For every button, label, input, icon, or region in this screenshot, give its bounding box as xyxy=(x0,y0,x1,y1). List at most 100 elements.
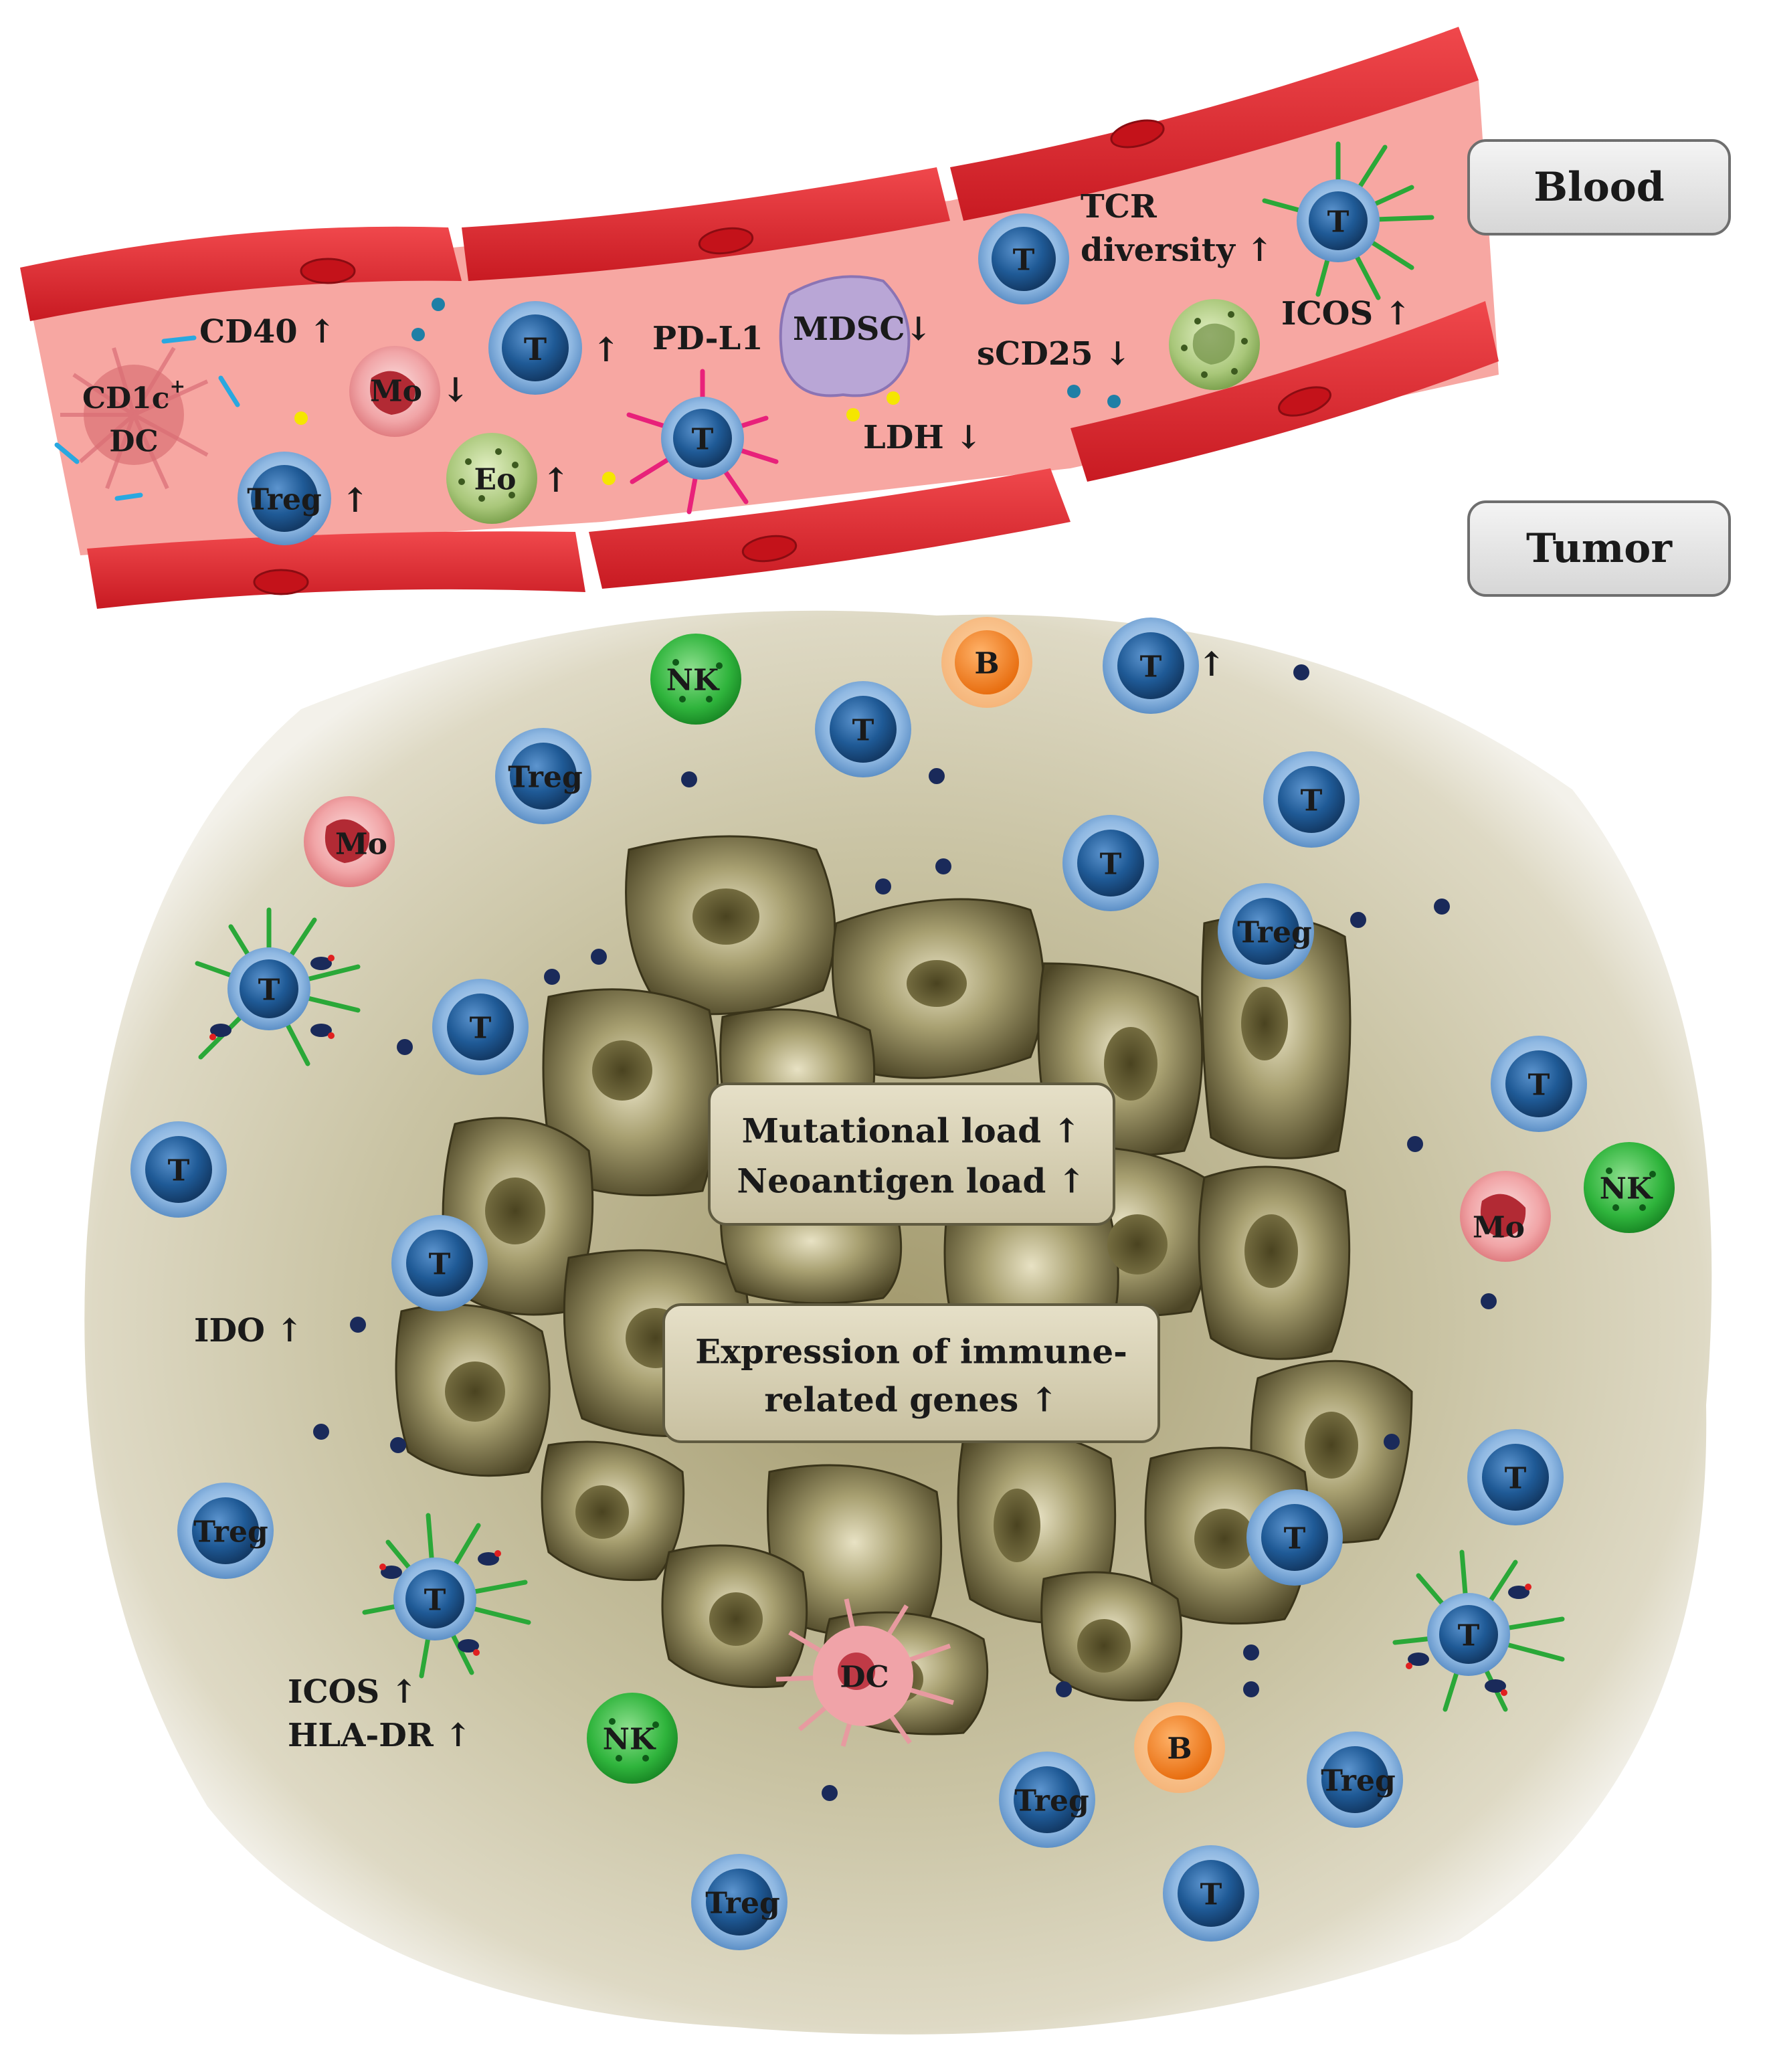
svg-text:T: T xyxy=(1100,848,1122,882)
svg-text:T: T xyxy=(470,1012,492,1046)
mo-arrow: ↓ xyxy=(442,370,470,409)
tumor-t-cell: T xyxy=(815,681,911,777)
svg-text:Treg: Treg xyxy=(1321,1764,1395,1798)
tumor-b: B xyxy=(1134,1702,1225,1793)
blood-granulocyte xyxy=(1169,299,1260,390)
svg-text:T: T xyxy=(258,973,280,1008)
tumor-t-cell: T xyxy=(1163,1845,1259,1942)
tumor-dendritic-cell: DC xyxy=(775,1598,954,1747)
tumor-b-cells: B B xyxy=(941,617,1225,1793)
svg-text:NK: NK xyxy=(1600,1172,1653,1206)
svg-text:DC: DC xyxy=(840,1661,889,1695)
tumor-t-up-arrow: ↑ xyxy=(1198,644,1226,684)
blood-eosinophil: Eo xyxy=(446,433,537,524)
pdl1-t-label: T xyxy=(692,423,714,457)
ido-label: IDO ↑ xyxy=(194,1312,303,1349)
svg-text:T: T xyxy=(424,1584,446,1618)
tumor-monocytes: Mo Mo xyxy=(304,796,1551,1262)
icos-t-label: T xyxy=(1327,205,1350,240)
tumor-t-cell: T xyxy=(1467,1429,1564,1525)
neoantigen-load-text: Neoantigen load ↑ xyxy=(737,1161,1085,1201)
blood-eo-label: Eo xyxy=(474,463,517,497)
immune-genes-line1: Expression of immune- xyxy=(695,1332,1127,1372)
tumor-nk: NK xyxy=(587,1693,678,1784)
blood-mo-label: Mo xyxy=(370,375,422,409)
tcr-label-line2: diversity ↑ xyxy=(1081,231,1273,269)
tumor-treg: Treg xyxy=(1307,1731,1403,1828)
tumor-b: B xyxy=(941,617,1032,708)
svg-text:Treg: Treg xyxy=(1237,916,1311,950)
tumor-mo: Mo xyxy=(304,796,395,887)
scd25-label: sCD25 ↓ xyxy=(977,335,1131,373)
blood-t-arrow: ↑ xyxy=(592,330,620,369)
tumor-t-cell: T xyxy=(391,1215,488,1311)
mdsc-label: MDSC↓ xyxy=(793,310,932,348)
tcr-t-cell: T xyxy=(978,213,1069,304)
mutational-load-text: Mutational load ↑ xyxy=(742,1111,1081,1151)
tcr-t-label: T xyxy=(1013,244,1035,278)
svg-text:T: T xyxy=(1284,1522,1306,1556)
mdsc-cell xyxy=(779,275,911,397)
tumor-nk: NK xyxy=(650,634,741,725)
tumor-treg: Treg xyxy=(1218,883,1314,979)
cd1c-label: CD1c+ xyxy=(82,375,185,415)
svg-text:T: T xyxy=(1528,1068,1550,1103)
svg-text:T: T xyxy=(1458,1619,1480,1653)
svg-text:T: T xyxy=(429,1248,451,1282)
svg-text:T: T xyxy=(1505,1462,1527,1496)
blood-t-cell: T xyxy=(488,301,582,395)
tumor-t-cell: T xyxy=(1246,1489,1343,1586)
blood-label-text: Blood xyxy=(1534,164,1665,211)
tumor-side-label: Tumor xyxy=(1467,500,1731,597)
tumor-t-cell: T xyxy=(432,979,529,1075)
red-blood-cells xyxy=(253,119,1331,595)
pdl1-t-cell: T xyxy=(626,369,779,514)
blood-treg: Treg xyxy=(238,452,331,545)
tumor-mo: Mo xyxy=(1460,1171,1551,1262)
activated-t-cell-2: T xyxy=(362,1513,531,1679)
tumor-t-cell: T xyxy=(1491,1036,1587,1132)
svg-text:T: T xyxy=(168,1154,190,1188)
svg-text:Mo: Mo xyxy=(335,828,387,862)
blood-molecules xyxy=(294,298,1121,485)
svg-text:Treg: Treg xyxy=(1014,1784,1089,1818)
svg-text:Treg: Treg xyxy=(508,761,582,795)
eo-arrow: ↑ xyxy=(542,460,570,500)
tumor-nk-cells: NK NK NK xyxy=(587,634,1675,1784)
vessel-wall-top xyxy=(20,27,1479,321)
svg-text:Treg: Treg xyxy=(193,1515,268,1549)
tumor-label-text: Tumor xyxy=(1526,525,1673,572)
tumor-treg: Treg xyxy=(495,728,591,824)
blood-treg-label: Treg xyxy=(247,483,321,517)
tumor-treg: Treg xyxy=(999,1752,1095,1848)
svg-text:T: T xyxy=(1140,650,1162,684)
hladr-label: HLA-DR ↑ xyxy=(288,1717,472,1754)
blood-side-label: Blood xyxy=(1467,139,1731,236)
tumor-icos-label: ICOS ↑ xyxy=(288,1673,417,1711)
svg-text:T: T xyxy=(1301,784,1323,818)
svg-text:T: T xyxy=(1200,1878,1222,1912)
immune-genes-box: Expression of immune- related genes ↑ xyxy=(662,1303,1160,1443)
svg-text:NK: NK xyxy=(666,664,720,698)
tumor-tregs: Treg Treg Treg Treg Treg Treg xyxy=(177,728,1403,1950)
tumor-t-cell: T xyxy=(1263,751,1360,848)
blood-icos-label: ICOS ↑ xyxy=(1281,295,1411,333)
vessel-wall-bottom xyxy=(87,301,1499,609)
tumor-t-cell: T xyxy=(1062,815,1159,911)
tumor-treg: Treg xyxy=(691,1854,787,1950)
mutational-load-box: Mutational load ↑ Neoantigen load ↑ xyxy=(708,1082,1115,1226)
blood-t-label: T xyxy=(524,331,547,367)
cd40-label: CD40 ↑ xyxy=(199,313,336,351)
svg-text:Treg: Treg xyxy=(705,1887,779,1921)
tumor-t-cell: T xyxy=(1103,618,1199,714)
activated-t-cell-1: T xyxy=(195,907,361,1066)
cd1c-dendritic-cell: CD1c+ DC xyxy=(54,335,240,501)
tcr-label-line1: TCR xyxy=(1081,188,1157,225)
icos-t-cell: T xyxy=(1262,141,1434,300)
ldh-label: LDH ↓ xyxy=(863,419,982,456)
tumor-t-cell: T xyxy=(130,1121,227,1218)
svg-text:Mo: Mo xyxy=(1473,1211,1525,1245)
immune-genes-line2: related genes ↑ xyxy=(764,1380,1058,1420)
blood-monocyte: Mo xyxy=(349,346,440,437)
svg-text:NK: NK xyxy=(603,1723,656,1757)
